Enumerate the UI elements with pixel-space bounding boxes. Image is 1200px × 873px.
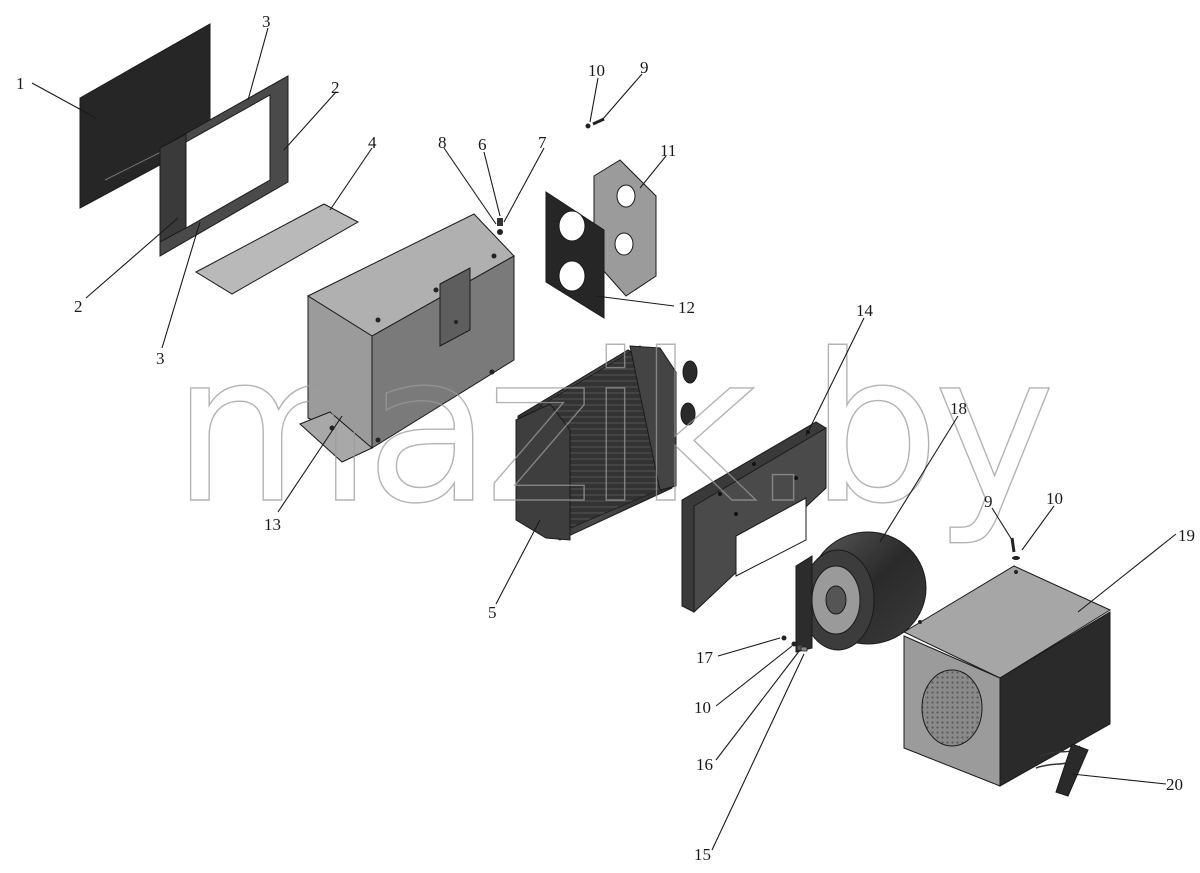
callout-labels: 1 3 2 4 8 6 7 10 9 11 2 3 12 14 13 5 18 … bbox=[16, 12, 1195, 864]
callout-6: 6 bbox=[478, 135, 487, 154]
part-11-plate bbox=[593, 159, 657, 297]
callout-13: 13 bbox=[264, 515, 281, 534]
part-4-gasket-sheet bbox=[194, 203, 360, 295]
callout-9-top: 9 bbox=[640, 58, 649, 77]
callout-2-left: 2 bbox=[74, 297, 83, 316]
part-20-harness bbox=[1035, 743, 1089, 797]
callout-15: 15 bbox=[694, 845, 711, 864]
parts-9-10-right-screw bbox=[1010, 537, 1020, 560]
callout-16: 16 bbox=[696, 755, 713, 774]
parts-6-7-8-fasteners bbox=[497, 218, 503, 235]
callout-20: 20 bbox=[1166, 775, 1183, 794]
part-14-panel bbox=[681, 421, 827, 614]
part-2-3-frame bbox=[159, 75, 289, 257]
callout-2-right: 2 bbox=[331, 78, 340, 97]
part-18-blower bbox=[795, 531, 927, 653]
callout-11: 11 bbox=[660, 141, 676, 160]
part-13-housing bbox=[299, 213, 515, 463]
callout-18: 18 bbox=[950, 399, 967, 418]
part-19-cover bbox=[902, 565, 1112, 787]
callout-10-right: 10 bbox=[1046, 489, 1063, 508]
callout-7: 7 bbox=[538, 133, 547, 152]
parts-15-16-17-fasteners bbox=[781, 635, 808, 652]
callout-3-bottom: 3 bbox=[156, 349, 165, 368]
callout-4: 4 bbox=[368, 133, 377, 152]
parts-9-10-top-screw bbox=[585, 117, 605, 129]
callout-12: 12 bbox=[678, 298, 695, 317]
callout-17: 17 bbox=[696, 648, 714, 667]
callout-19: 19 bbox=[1178, 526, 1195, 545]
leader-lines bbox=[31, 27, 1177, 851]
callout-14: 14 bbox=[856, 301, 874, 320]
part-5-heater-core bbox=[515, 345, 698, 541]
callout-1: 1 bbox=[16, 74, 25, 93]
callout-5: 5 bbox=[488, 603, 497, 622]
callout-10-top: 10 bbox=[588, 61, 605, 80]
callout-8: 8 bbox=[438, 133, 447, 152]
callout-10-bottom: 10 bbox=[694, 698, 711, 717]
callout-3-top: 3 bbox=[262, 12, 271, 31]
part-12-gasket bbox=[545, 191, 605, 319]
callout-9-right: 9 bbox=[984, 492, 993, 511]
watermark-text: mazik.by bbox=[172, 311, 1050, 549]
